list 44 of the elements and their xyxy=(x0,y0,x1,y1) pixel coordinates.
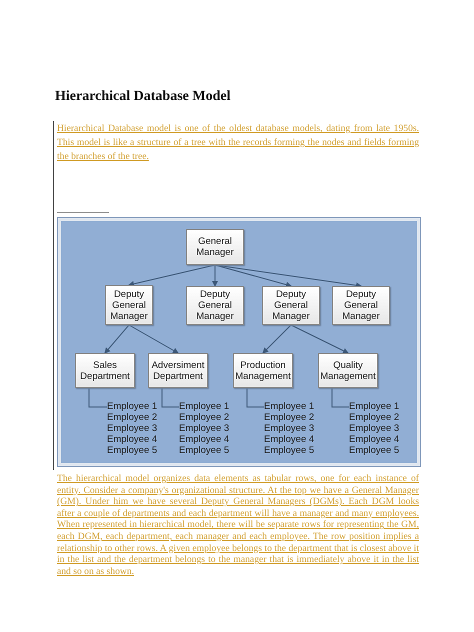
connector-line xyxy=(246,388,264,408)
org-box: Deputy General Manager xyxy=(262,286,320,325)
org-box: Deputy General Manager xyxy=(186,286,244,325)
employee-name: Employee 4 xyxy=(349,434,400,445)
employee-name: Employee 5 xyxy=(179,445,230,456)
org-box: Deputy General Manager xyxy=(105,285,153,325)
arrow xyxy=(262,324,292,354)
org-box: Sales Department xyxy=(75,353,135,388)
employee-name: Employee 4 xyxy=(264,434,314,445)
arrow xyxy=(104,324,130,354)
employee-name: Employee 1 xyxy=(349,401,400,412)
employee-name: Employee 3 xyxy=(264,423,314,434)
connector-line xyxy=(332,388,350,408)
org-box: General Manager xyxy=(186,229,244,265)
employee-name: Employee 2 xyxy=(107,412,158,423)
connector-line xyxy=(162,388,180,408)
employee-name: Employee 4 xyxy=(179,434,230,445)
heading: Hierarchical Database Model xyxy=(55,88,230,106)
employee-name: Employee 3 xyxy=(349,423,400,434)
employee-name: Employee 2 xyxy=(179,412,230,423)
employee-name: Employee 4 xyxy=(107,434,158,445)
org-box: Production Management xyxy=(233,353,293,388)
employee-name: Employee 5 xyxy=(349,445,400,456)
org-box: Adversiment Department xyxy=(148,353,208,388)
org-box: Deputy General Manager xyxy=(332,286,390,325)
employee-name: Employee 3 xyxy=(107,423,158,434)
paragraph: Hierarchical Database model is one of the oldest database models, dating from late 1950s. This model is like a structure of a tree with the records forming the nodes and fields forming the branches of the tree. xyxy=(57,122,419,164)
employee-name: Employee 2 xyxy=(349,412,400,423)
connector-line xyxy=(88,388,108,408)
employee-name: Employee 3 xyxy=(179,423,230,434)
employee-name: Employee 1 xyxy=(107,401,158,412)
employee-name: Employee 1 xyxy=(179,401,230,412)
arrow xyxy=(214,264,362,288)
org-box: Quality Management xyxy=(318,353,378,388)
employee-name: Employee 1 xyxy=(264,401,314,412)
employee-name: Employee 5 xyxy=(107,445,158,456)
arrow xyxy=(214,264,292,288)
employee-name: Employee 5 xyxy=(264,445,314,456)
arrow xyxy=(128,264,216,287)
arrow xyxy=(128,324,179,354)
arrow xyxy=(290,324,349,354)
employee-name: Employee 2 xyxy=(264,412,314,423)
arrow xyxy=(212,264,218,287)
paragraph: The hierarchical model organizes data elements as tabular rows, one for each instance of entity. Consider a company's organizational structure. At the top we have a General Manager (GM). Under him we have several Deputy General Managers (DGMs). Each DGM looks after a couple of departments and each department will have a manager and many employees. When represented in hierarchical model, there will be separate rows for representing the GM, each DGM, each department, each manager and each employee. The row position implies a relationship to other rows. A given employee belongs to the department that is closest above it in the list and the department belongs to the manager that is immediately above it in the list and so on as shown. xyxy=(57,473,419,578)
